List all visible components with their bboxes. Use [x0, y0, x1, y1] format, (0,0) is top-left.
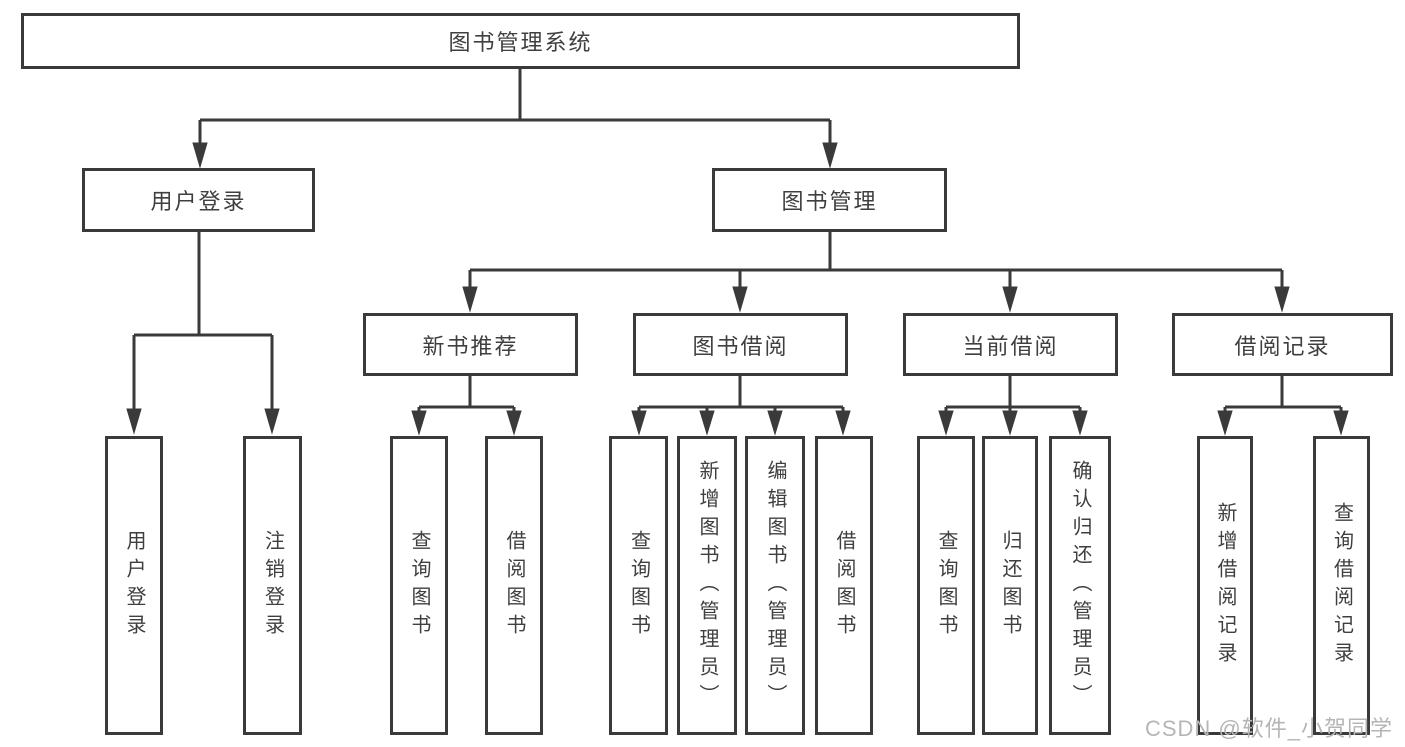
arrowhead-logout-leaf [264, 408, 280, 435]
arrowhead-br1 [1217, 410, 1233, 436]
leaf-query-book-3: 查询图书 [917, 436, 975, 735]
leaf-add-book-admin: 新增图书（管理员） [677, 436, 737, 735]
leaf-borrow-book-2-label: 借阅图书 [833, 529, 855, 642]
node-borrow-records: 借阅记录 [1172, 313, 1393, 376]
node-new-book-recommend-label: 新书推荐 [422, 333, 519, 359]
arrowhead-book-mgmt [822, 142, 838, 169]
leaf-query-book-2: 查询图书 [609, 436, 668, 735]
node-root-system: 图书管理系统 [21, 13, 1020, 69]
arrowhead-nb2 [506, 410, 522, 436]
arrowhead-bb3 [767, 410, 783, 436]
leaf-logout: 注销登录 [243, 436, 302, 735]
leaf-return-book: 归还图书 [982, 436, 1038, 735]
arrowhead-br2 [1333, 410, 1349, 436]
leaf-borrow-book-1-label: 借阅图书 [503, 529, 525, 642]
leaf-query-book-1: 查询图书 [390, 436, 448, 735]
node-book-management-label: 图书管理 [781, 189, 878, 214]
arrowhead-bb4 [835, 410, 851, 436]
arrowhead-currentborrow [1002, 286, 1018, 313]
leaf-borrow-book-1: 借阅图书 [485, 436, 543, 735]
leaf-query-book-1-label: 查询图书 [408, 529, 430, 642]
node-current-borrow-label: 当前借阅 [962, 333, 1059, 359]
node-new-book-recommend: 新书推荐 [363, 313, 578, 376]
arrowhead-bookborrow [732, 286, 748, 313]
leaf-confirm-return-admin: 确认归还（管理员） [1049, 436, 1111, 735]
leaf-confirm-return-admin-label: 确认归还（管理员） [1069, 459, 1091, 712]
leaf-edit-book-admin: 编辑图书（管理员） [745, 436, 805, 735]
leaf-add-book-admin-label: 新增图书（管理员） [696, 459, 718, 712]
leaf-add-borrow-record-label: 新增借阅记录 [1214, 501, 1236, 670]
arrowhead-nb1 [411, 410, 427, 436]
arrowhead-bb1 [631, 410, 647, 436]
leaf-query-borrow-record-label: 查询借阅记录 [1330, 501, 1353, 670]
leaf-query-book-2-label: 查询图书 [627, 529, 650, 642]
arrowhead-cb3 [1072, 410, 1088, 436]
node-user-login: 用户登录 [82, 168, 315, 232]
arrowhead-borrowrecords [1274, 286, 1290, 313]
leaf-logout-label: 注销登录 [261, 529, 284, 642]
leaf-user-login: 用户登录 [105, 436, 163, 735]
leaf-return-book-label: 归还图书 [999, 529, 1021, 642]
leaf-query-book-3-label: 查询图书 [935, 529, 957, 642]
leaf-query-borrow-record: 查询借阅记录 [1313, 436, 1370, 735]
node-borrow-records-label: 借阅记录 [1234, 333, 1331, 359]
node-book-borrow: 图书借阅 [633, 313, 848, 376]
leaf-add-borrow-record: 新增借阅记录 [1197, 436, 1253, 735]
leaf-edit-book-admin-label: 编辑图书（管理员） [764, 459, 786, 712]
arrowhead-cb1 [938, 410, 954, 436]
arrowhead-bb2 [699, 410, 715, 436]
node-book-borrow-label: 图书借阅 [692, 333, 789, 359]
leaf-user-login-label: 用户登录 [123, 529, 145, 642]
arrowhead-newbook [462, 286, 478, 313]
node-current-borrow: 当前借阅 [903, 313, 1118, 376]
arrowhead-user-login [192, 142, 208, 169]
leaf-borrow-book-2: 借阅图书 [815, 436, 873, 735]
node-book-management: 图书管理 [712, 168, 947, 232]
arrowhead-cb2 [1002, 410, 1018, 436]
node-user-login-label: 用户登录 [150, 189, 247, 214]
node-root-label: 图书管理系统 [448, 30, 593, 55]
arrowhead-login-leaf [126, 408, 142, 435]
